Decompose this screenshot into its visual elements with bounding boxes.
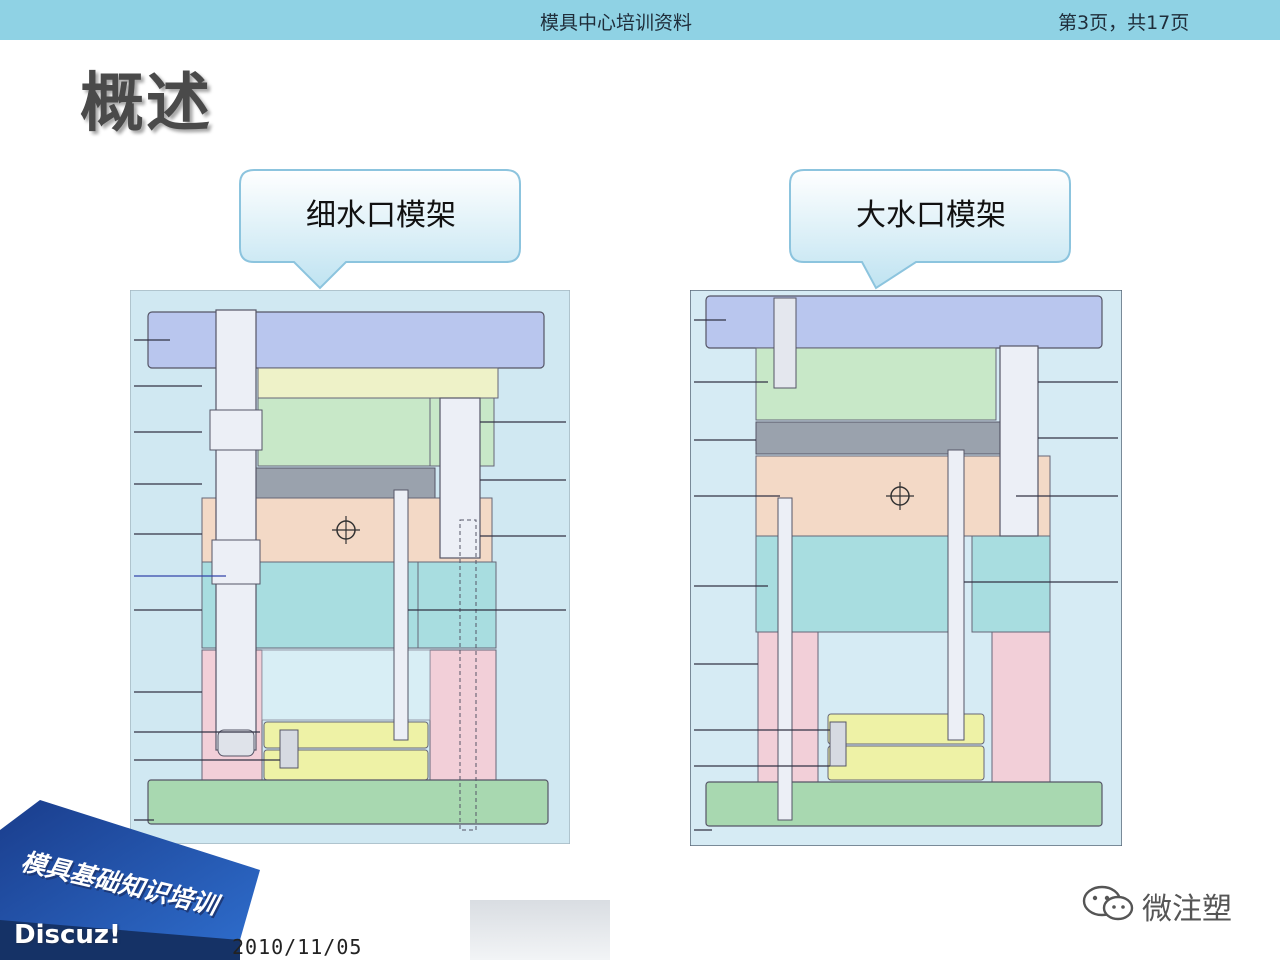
page-indicator: 第3页，共17页 — [1058, 12, 1190, 34]
mold-diagram-right — [690, 290, 1122, 846]
slide-title: 概述 — [80, 67, 212, 141]
mold-diagram-right-svg — [690, 290, 1122, 846]
callout-left-shape — [239, 169, 521, 290]
placeholder-box — [470, 900, 610, 960]
callout-right-label: 大水口模架 — [856, 198, 1006, 233]
callout-left: 细水口模架 — [236, 166, 526, 292]
callout-right-shape — [789, 169, 1071, 290]
callout-left-label: 细水口模架 — [306, 198, 456, 233]
footer-banner-shape — [0, 800, 260, 960]
wechat-icon — [1082, 885, 1134, 921]
mold-diagram-left — [130, 290, 570, 844]
brand-label: Discuz! — [14, 920, 121, 950]
footer-date: 2010/11/05 — [232, 935, 363, 959]
watermark-text: 微注塑 — [1142, 892, 1232, 927]
callout-right: 大水口模架 — [786, 166, 1076, 292]
mold-diagram-left-svg — [130, 290, 570, 844]
header-title: 模具中心培训资料 — [540, 12, 693, 34]
footer-banner — [0, 800, 260, 960]
header-bar: 模具中心培训资料 第3页，共17页 — [0, 0, 1280, 40]
